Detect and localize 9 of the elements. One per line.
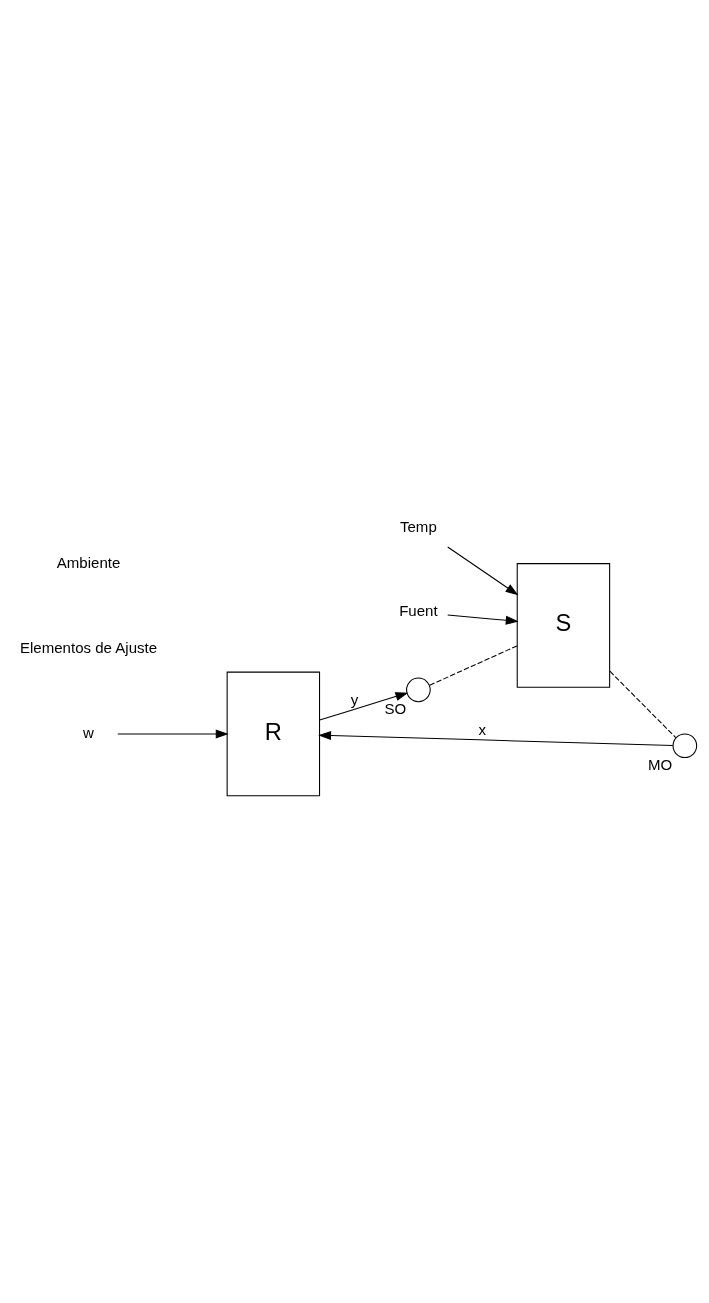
label: Ambiente: [56, 553, 120, 571]
node-text: Fuent: [398, 601, 438, 619]
node-text: w: [82, 723, 94, 741]
label: Elementos de Ajuste: [19, 638, 157, 656]
edge-label: y: [350, 690, 358, 708]
node-label: SO: [383, 699, 406, 717]
node-text: Temp: [399, 517, 437, 535]
edge-label: x: [478, 720, 486, 738]
node-label: MO: [647, 755, 672, 773]
